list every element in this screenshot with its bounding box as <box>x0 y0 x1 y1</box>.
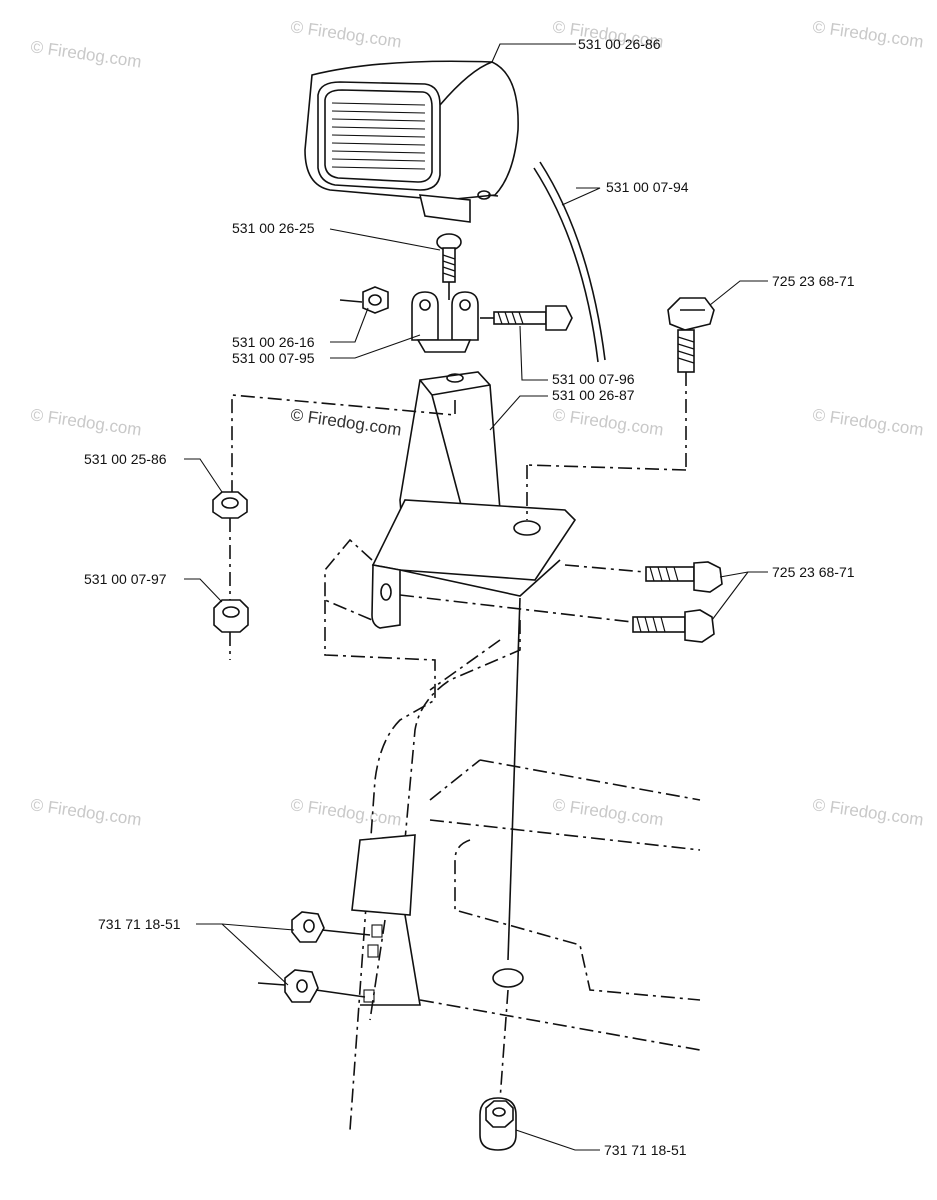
watermark-text: © Firedog.com <box>551 795 664 829</box>
nut-left-lower <box>257 969 366 1003</box>
watermark-center-text: © Firedog.com <box>289 405 402 439</box>
cable <box>539 161 606 361</box>
work-lamp <box>304 60 519 223</box>
watermark-text: © Firedog.com <box>811 405 924 439</box>
hex-screw-top-right <box>526 297 715 520</box>
small-nut <box>339 286 389 314</box>
part-labels: 531 00 26-86 531 00 07-94 531 00 26-25 7… <box>84 36 855 1158</box>
label-cable: 531 00 07-94 <box>606 179 689 195</box>
label-screws-right: 725 23 68-71 <box>772 564 855 580</box>
watermark-text: © Firedog.com <box>29 37 142 71</box>
label-flange-nut-bottom: 731 71 18-51 <box>604 1142 687 1158</box>
watermark-text: © Firedog.com <box>811 795 924 829</box>
watermark-text: © Firedog.com <box>551 405 664 439</box>
label-hinge-bracket: 531 00 07-95 <box>232 350 315 366</box>
hex-screw-right <box>632 609 715 643</box>
flange-nut-bottom <box>479 1097 517 1151</box>
leader-lines <box>184 43 768 1151</box>
cable <box>533 167 599 363</box>
label-nut-small: 531 00 26-16 <box>232 334 315 350</box>
nut-left-upper <box>291 911 371 943</box>
lower-bracket <box>351 834 421 1021</box>
lock-washer <box>212 491 248 519</box>
hex-screw-right <box>645 561 723 593</box>
label-nuts-left: 731 71 18-51 <box>98 916 181 932</box>
hinge-bracket <box>411 291 479 353</box>
assembly-line <box>499 989 509 1101</box>
frame-outline <box>324 538 701 1131</box>
label-nut-lower: 531 00 07-97 <box>84 571 167 587</box>
lower-nut <box>213 599 249 633</box>
label-carriage-bolt: 531 00 26-25 <box>232 220 315 236</box>
watermark-text: © Firedog.com <box>289 17 402 51</box>
mount-hole <box>492 968 524 988</box>
assembly-line <box>564 564 646 573</box>
label-lamp: 531 00 26-86 <box>578 36 661 52</box>
watermark-text: © Firedog.com <box>289 795 402 829</box>
label-lock-washer: 531 00 25-86 <box>84 451 167 467</box>
hinge-bolt <box>480 305 573 331</box>
watermark-text: © Firedog.com <box>29 405 142 439</box>
watermark-text: © Firedog.com <box>811 17 924 51</box>
assembly-line <box>507 597 521 961</box>
watermark-text: © Firedog.com <box>29 795 142 829</box>
label-mount-post: 531 00 26-87 <box>552 387 635 403</box>
assembly-line <box>231 394 456 495</box>
label-screw-top-right: 725 23 68-71 <box>772 273 855 289</box>
mount-post <box>371 371 577 629</box>
carriage-bolt <box>436 233 462 300</box>
label-hinge-bolt: 531 00 07-96 <box>552 371 635 387</box>
assembly-line <box>399 594 633 623</box>
